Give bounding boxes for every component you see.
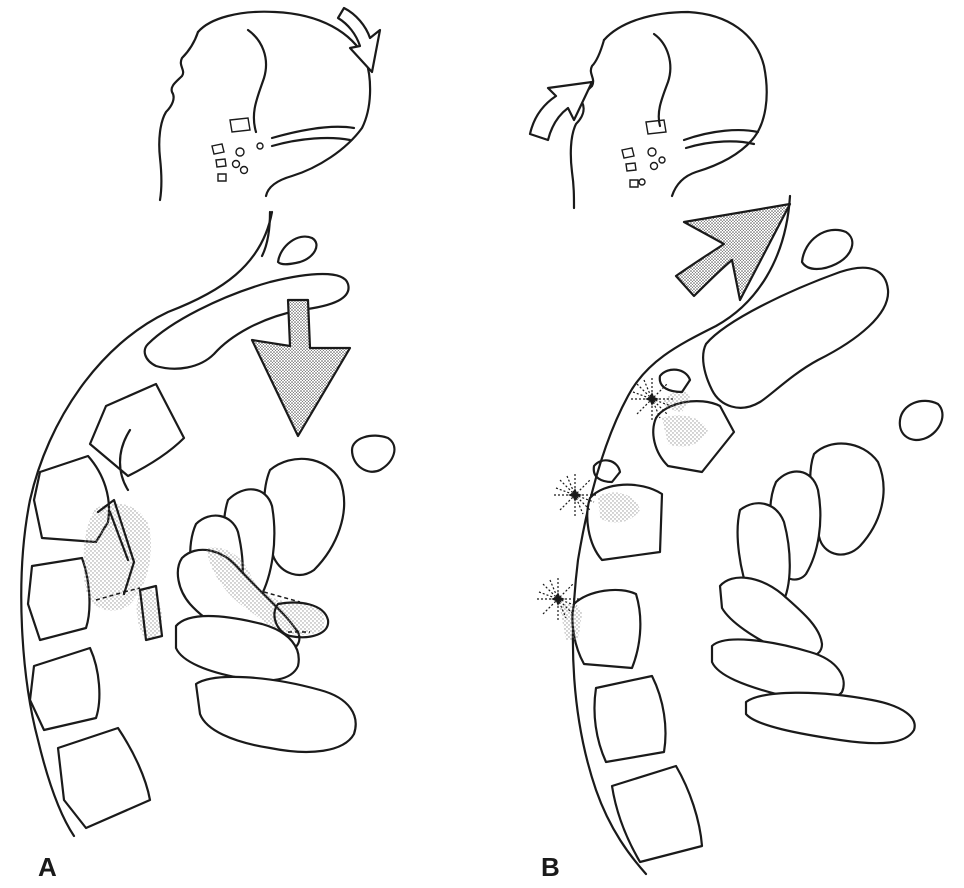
panel-b-spinous-6 <box>746 693 915 743</box>
panel-b <box>530 12 942 874</box>
panel-a-head <box>159 12 370 200</box>
panel-a-vertebra-3 <box>28 558 89 640</box>
panel-a-vertebra-4 <box>30 648 99 730</box>
panel-b-spinous-1 <box>810 444 883 555</box>
panel-b-vertebra-4 <box>594 676 665 762</box>
panel-b-clavicle <box>703 268 888 408</box>
panel-b-small-bone <box>802 230 852 269</box>
panel-a-small-oval <box>352 436 394 472</box>
panel-b-distraction-arrow <box>676 204 790 300</box>
panel-a-small-bone <box>278 237 316 265</box>
panel-label-b: B <box>541 852 560 883</box>
panel-b-spinous-5 <box>712 639 844 700</box>
panel-a <box>21 8 394 836</box>
panel-b-vertebra-3 <box>572 590 640 668</box>
panel-b-head <box>571 12 767 208</box>
panel-label-a: A <box>38 852 57 883</box>
panel-a-spinous-1 <box>264 459 344 575</box>
panel-b-small-oval <box>900 401 943 440</box>
panel-a-vertebra-1 <box>90 384 184 476</box>
panel-a-rotation-arrow <box>338 8 380 72</box>
panel-a-spinous-6 <box>196 677 356 752</box>
panel-a-vertebra-5 <box>58 728 150 828</box>
